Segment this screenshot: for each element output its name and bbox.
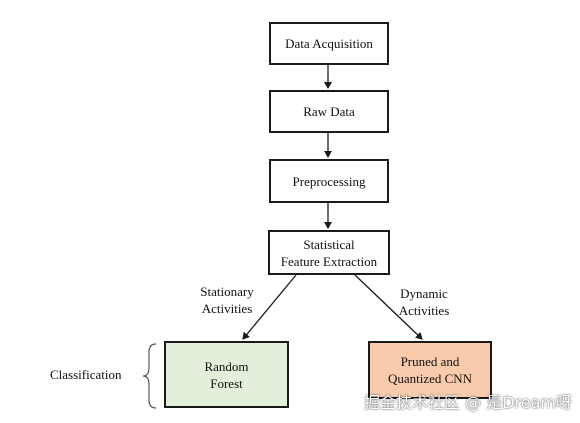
dynamic-activities-label: Dynamic Activities	[398, 286, 450, 318]
feature-extraction-label: Statistical Feature Extraction	[280, 236, 378, 269]
data-acquisition-label: Data Acquisition	[285, 36, 373, 51]
classification-brace	[142, 343, 157, 409]
data-acquisition-box: Data Acquisition	[269, 22, 389, 65]
preprocessing-label: Preprocessing	[292, 173, 366, 189]
raw-data-label: Raw Data	[303, 104, 355, 119]
stationary-activities-label: Stationary Activities	[200, 284, 254, 316]
cnn-label: Pruned and Quantized CNN	[387, 354, 473, 386]
random-forest-box: Random Forest	[164, 341, 289, 408]
preprocessing-box: Preprocessing	[269, 159, 389, 203]
random-forest-label: Random Forest	[204, 358, 249, 391]
raw-data-box: Raw Data	[269, 90, 389, 133]
watermark: 掘金技术社区 @ 是Dream呀	[364, 393, 572, 412]
feature-extraction-box: Statistical Feature Extraction	[268, 230, 390, 275]
classification-label: Classification	[50, 367, 122, 382]
arrow-feature-to-cnn	[354, 274, 423, 340]
arrow-feature-to-random-forest	[242, 274, 297, 340]
cnn-box: Pruned and Quantized CNN	[368, 341, 492, 399]
